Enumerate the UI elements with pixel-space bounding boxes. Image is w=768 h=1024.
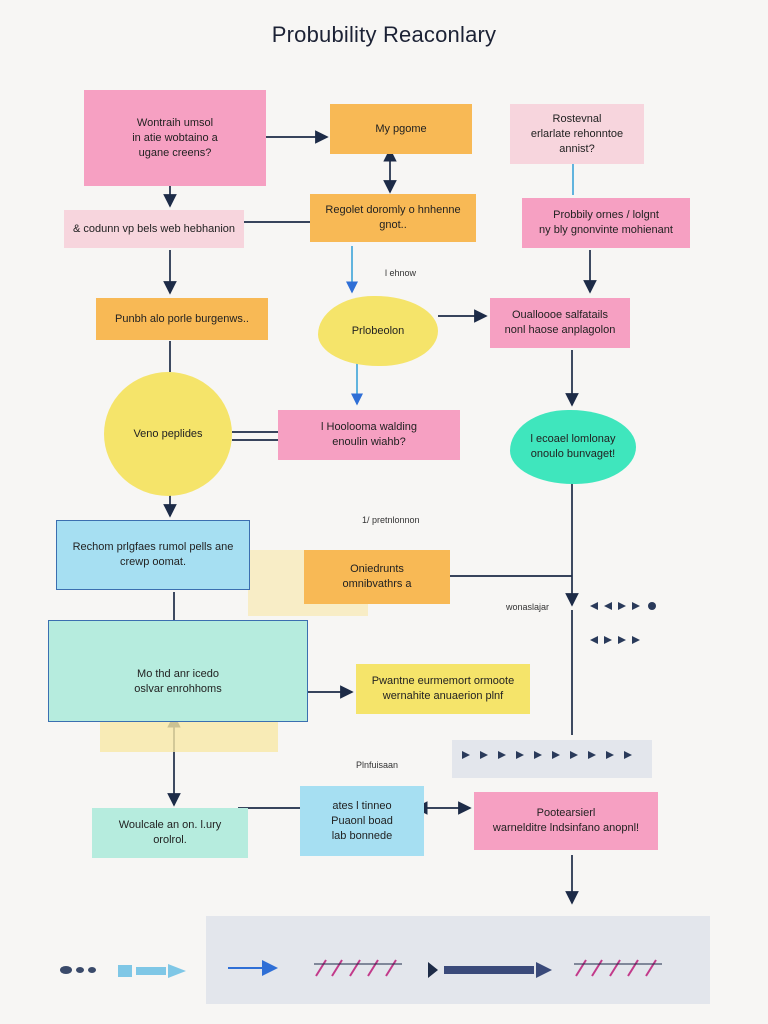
- node-label: Oniedrunts omnibvathrs a: [342, 563, 412, 590]
- node-label: Pwantne eurmemort ormoote wernahite anua…: [371, 675, 515, 702]
- node-label: Punbh alo porle burgenws..: [115, 312, 249, 325]
- node-label: Prlobeolon: [351, 324, 405, 337]
- node-label: Veno peplides: [133, 427, 203, 440]
- edge-label: wonaslajar: [506, 602, 550, 612]
- node-label: Regolet doromly o hnhenne gnot..: [325, 204, 461, 231]
- node-pootearsierl[interactable]: Pootearsierl warnelditre lndsinfano anop…: [474, 792, 658, 850]
- node-label: Wontraih umsol in atie wobtaino a ugane …: [132, 116, 218, 159]
- node-my-pgome[interactable]: My pgome: [330, 104, 472, 154]
- node-pwantne[interactable]: Pwantne eurmemort ormoote wernahite anua…: [356, 664, 530, 714]
- arrow-glyphs: [462, 751, 632, 759]
- node-rostevnal[interactable]: Rostevnal erlarlate rehonntoe annist?: [510, 104, 644, 164]
- node-label: Rostevnal erlarlate rehonntoe annist?: [530, 112, 624, 155]
- bottom-banner: [206, 916, 710, 1004]
- diagram-title: Probubility Reaconlary: [271, 22, 497, 47]
- node-punbh[interactable]: Punbh alo porle burgenws..: [96, 298, 268, 340]
- decor-shadow: [100, 720, 278, 752]
- bottom-arrow-row: [60, 959, 662, 978]
- node-ates[interactable]: ates l tinneo Puaonl boad lab bonnede: [300, 786, 424, 856]
- node-mo-thd[interactable]: Mo thd anr icedo oslvar enrohhoms: [48, 620, 308, 722]
- node-woulcale[interactable]: Woulcale an on. l.ury orolrol.: [92, 808, 248, 858]
- arrow-glyphs: [590, 636, 640, 644]
- node-ecoael[interactable]: l ecoael lomlonay onoulo bunvaget!: [510, 410, 636, 484]
- arrow-glyphs: [590, 602, 656, 610]
- node-prlobeolon[interactable]: Prlobeolon: [318, 296, 438, 366]
- node-hoolooma[interactable]: l Hoolooma walding enoulin wiahb?: [278, 410, 460, 460]
- node-rechom[interactable]: Rechom prlgfaes rumol pells ane crewp oo…: [56, 520, 250, 590]
- edge-label: 1/ pretnlonnon: [362, 515, 420, 525]
- node-codunn[interactable]: & codunn vp bels web hebhanion: [64, 210, 244, 248]
- node-start-question[interactable]: Wontraih umsol in atie wobtaino a ugane …: [84, 90, 266, 186]
- node-probbily[interactable]: Probbily ornes / lolgnt ny bly gnonvinte…: [522, 198, 690, 248]
- node-label: My pgome: [375, 122, 427, 135]
- node-oualloooe[interactable]: Oualloooe salfatails nonl haose anplagol…: [490, 298, 630, 348]
- node-label: Woulcale an on. l.ury orolrol.: [118, 819, 222, 846]
- node-label: Oualloooe salfatails nonl haose anplagol…: [504, 309, 616, 336]
- node-label: l Hoolooma walding enoulin wiahb?: [321, 421, 417, 448]
- edge-label: Plnfuisaan: [356, 760, 399, 770]
- node-oniedrunts[interactable]: Oniedrunts omnibvathrs a: [304, 550, 450, 604]
- node-label: l ecoael lomlonay onoulo bunvaget!: [530, 433, 616, 460]
- node-label: ates l tinneo Puaonl boad lab bonnede: [331, 799, 393, 842]
- node-label: Probbily ornes / lolgnt ny bly gnonvinte…: [539, 209, 673, 236]
- node-label: Rechom prlgfaes rumol pells ane crewp oo…: [72, 541, 234, 568]
- node-regolet[interactable]: Regolet doromly o hnhenne gnot..: [310, 194, 476, 242]
- node-veno-peplides[interactable]: Veno peplides: [104, 372, 232, 496]
- node-label: Mo thd anr icedo oslvar enrohhoms: [134, 668, 222, 695]
- edge-label: l ehnow: [385, 268, 417, 278]
- node-label: Pootearsierl warnelditre lndsinfano anop…: [492, 807, 640, 834]
- node-label: & codunn vp bels web hebhanion: [72, 222, 236, 235]
